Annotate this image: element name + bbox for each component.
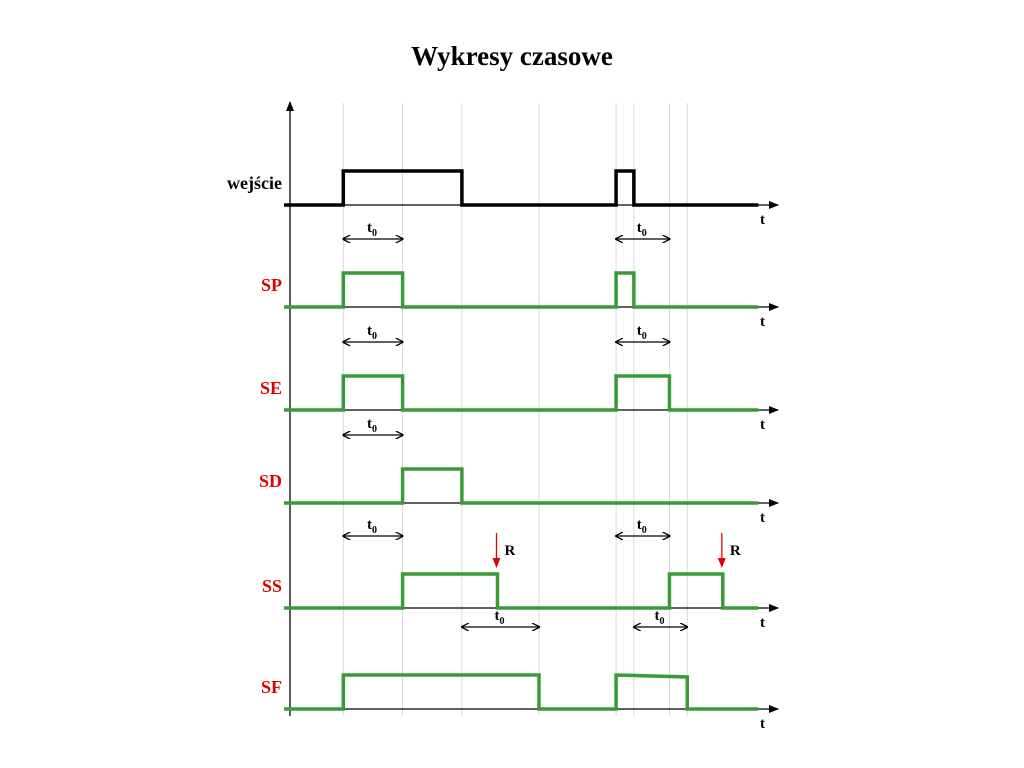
t0-label: t0 <box>637 220 647 239</box>
reset-label: R <box>730 543 741 559</box>
row-label-se: SE <box>260 378 282 398</box>
row-label-sf: SF <box>261 677 282 697</box>
reset-label: R <box>504 543 515 559</box>
t0-label: t0 <box>494 608 504 627</box>
t0-label: t0 <box>367 220 377 239</box>
t0-label: t0 <box>367 323 377 342</box>
t0-label: t0 <box>367 517 377 536</box>
time-axis-label: t <box>760 314 765 330</box>
waveform-sf <box>284 673 759 711</box>
t0-label: t0 <box>637 517 647 536</box>
signal-row-sp: t SP t0 t0 <box>261 220 779 330</box>
signal-row-input: t wejście <box>227 169 779 228</box>
waveform-sd <box>284 467 759 505</box>
time-axis-label: t <box>760 212 765 228</box>
waveform-input <box>284 169 759 207</box>
t0-label: t0 <box>655 608 665 627</box>
reset-arrow-head <box>717 558 726 568</box>
time-axis-label: t <box>760 615 765 631</box>
signal-row-se: t SE t0 t0 <box>260 323 779 433</box>
time-axis-label: t <box>760 716 765 732</box>
time-axis-label: t <box>760 417 765 433</box>
row-label-sp: SP <box>261 275 282 295</box>
waveform-se <box>284 374 759 412</box>
t0-label: t0 <box>367 416 377 435</box>
reset-arrow-head <box>492 558 501 568</box>
row-label-ss: SS <box>262 576 282 596</box>
row-label-sd: SD <box>259 471 282 491</box>
row-label-input: wejście <box>227 173 282 193</box>
waveform-ss <box>284 572 759 610</box>
diagram-title: Wykresy czasowe <box>411 41 613 71</box>
time-axis-label: t <box>760 510 765 526</box>
t0-label: t0 <box>637 323 647 342</box>
waveform-sp <box>284 271 759 309</box>
